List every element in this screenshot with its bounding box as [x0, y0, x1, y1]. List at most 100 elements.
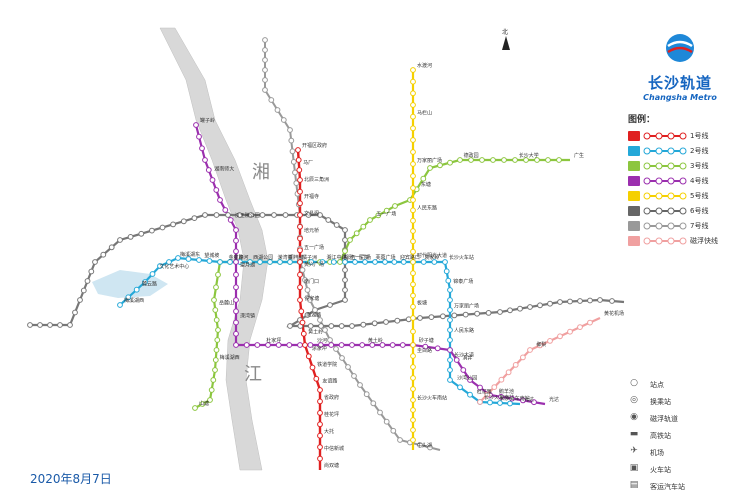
station-dot[interactable] [297, 188, 303, 195]
station-dot[interactable] [247, 259, 253, 265]
station-dot[interactable] [322, 327, 328, 333]
station-dot[interactable] [547, 300, 553, 307]
station-dot[interactable] [170, 221, 177, 228]
station-dot[interactable] [453, 357, 460, 363]
station-dot[interactable] [347, 237, 353, 243]
station-dot[interactable] [477, 384, 483, 391]
station-dot[interactable] [410, 375, 416, 381]
station-dot[interactable] [389, 342, 396, 348]
station-dot[interactable] [213, 284, 219, 291]
station-dot[interactable] [447, 357, 453, 363]
station-dot[interactable] [520, 397, 526, 404]
station-dot[interactable] [37, 322, 43, 328]
station-dot[interactable] [527, 347, 533, 353]
station-dot[interactable] [342, 259, 348, 265]
station-dot[interactable] [410, 353, 416, 359]
station-dot[interactable] [330, 259, 337, 265]
station-dot[interactable] [304, 312, 311, 318]
station-dot[interactable] [410, 417, 416, 423]
station-dot[interactable] [268, 97, 275, 103]
station-dot[interactable] [447, 367, 453, 373]
station-dot[interactable] [295, 157, 302, 163]
station-dot[interactable] [214, 337, 221, 343]
station-dot[interactable] [410, 407, 416, 413]
station-dot[interactable] [307, 342, 314, 348]
station-dot[interactable] [212, 367, 218, 373]
station-dot[interactable] [299, 267, 306, 273]
station-dot[interactable] [157, 263, 163, 269]
station-dot[interactable] [534, 157, 540, 163]
station-dot[interactable] [88, 268, 95, 275]
station-dot[interactable] [205, 167, 212, 173]
station-dot[interactable] [567, 298, 573, 305]
station-dot[interactable] [236, 212, 243, 218]
station-dot[interactable] [213, 347, 220, 353]
station-dot[interactable] [353, 230, 360, 237]
station-dot[interactable] [342, 227, 348, 233]
station-dot[interactable] [262, 87, 268, 93]
station-dot[interactable] [317, 455, 323, 462]
station-dot[interactable] [297, 271, 303, 278]
station-dot[interactable] [307, 297, 313, 303]
station-dot[interactable] [328, 342, 335, 348]
station-dot[interactable] [442, 259, 448, 265]
station-dot[interactable] [497, 309, 503, 315]
station-dot[interactable] [227, 217, 234, 223]
station-dot[interactable] [349, 342, 355, 348]
station-dot[interactable] [297, 177, 303, 183]
station-dot[interactable] [159, 224, 166, 231]
station-dot[interactable] [523, 157, 529, 163]
station-dot[interactable] [286, 342, 293, 348]
station-dot[interactable] [410, 328, 416, 335]
station-dot[interactable] [587, 297, 593, 304]
station-dot[interactable] [302, 277, 308, 283]
station-dot[interactable] [317, 342, 324, 348]
station-dot[interactable] [351, 373, 357, 379]
station-dot[interactable] [297, 212, 303, 218]
station-dot[interactable] [192, 405, 198, 411]
station-dot[interactable] [447, 337, 453, 343]
station-dot[interactable] [297, 297, 303, 303]
station-dot[interactable] [297, 284, 303, 291]
station-dot[interactable] [427, 444, 433, 451]
station-dot[interactable] [410, 113, 416, 120]
station-dot[interactable] [369, 342, 376, 348]
station-dot[interactable] [117, 302, 123, 308]
station-dot[interactable] [84, 278, 91, 284]
station-dot[interactable] [149, 271, 156, 277]
station-dot[interactable] [445, 277, 452, 284]
station-dot[interactable] [233, 248, 239, 255]
station-dot[interactable] [447, 307, 453, 313]
station-dot[interactable] [417, 442, 423, 448]
station-dot[interactable] [379, 342, 386, 348]
station-dot[interactable] [457, 384, 463, 391]
station-dot[interactable] [357, 382, 363, 388]
station-dot[interactable] [410, 342, 416, 348]
station-dot[interactable] [567, 328, 573, 335]
station-dot[interactable] [487, 399, 493, 406]
station-dot[interactable] [233, 297, 239, 303]
station-dot[interactable] [457, 157, 463, 163]
station-dot[interactable] [577, 324, 583, 331]
station-dot[interactable] [233, 319, 239, 326]
station-dot[interactable] [243, 342, 250, 348]
station-dot[interactable] [410, 137, 416, 143]
station-dot[interactable] [290, 159, 297, 165]
station-dot[interactable] [138, 230, 145, 237]
station-dot[interactable] [410, 397, 416, 403]
station-dot[interactable] [597, 297, 603, 303]
station-dot[interactable] [225, 212, 231, 218]
station-dot[interactable] [437, 162, 443, 169]
station-dot[interactable] [233, 271, 239, 278]
station-dot[interactable] [507, 307, 513, 314]
station-dot[interactable] [512, 157, 518, 163]
station-dot[interactable] [295, 147, 301, 153]
station-dot[interactable] [208, 387, 215, 393]
station-dot[interactable] [410, 259, 416, 265]
station-dot[interactable] [191, 215, 198, 222]
station-dot[interactable] [275, 342, 282, 348]
station-dot[interactable] [212, 357, 219, 363]
station-dot[interactable] [410, 197, 416, 203]
station-dot[interactable] [443, 268, 450, 275]
